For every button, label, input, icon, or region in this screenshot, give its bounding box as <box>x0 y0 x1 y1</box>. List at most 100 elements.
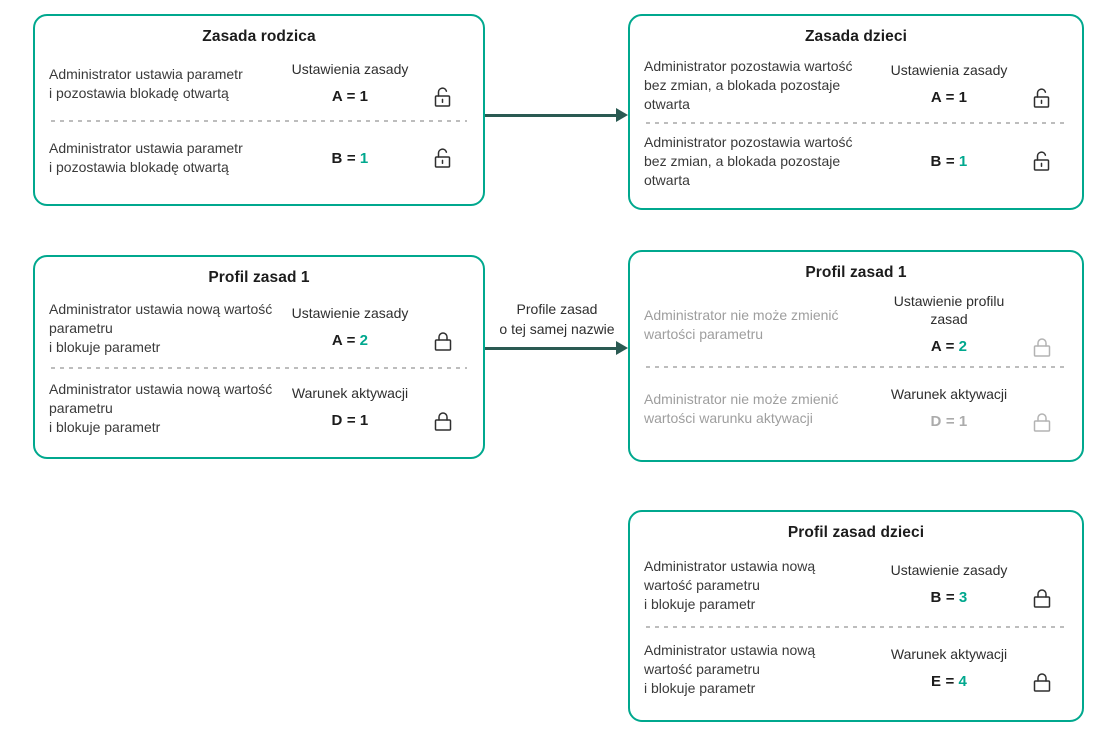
lock-open-icon <box>417 146 469 170</box>
param-value: D =1 <box>283 412 417 429</box>
box-child-policy-profile: Profil zasad dzieci Administrator ustawi… <box>628 510 1084 722</box>
section-label: Warunek aktywacji <box>890 385 1008 402</box>
row-description: Administrator nie może zmienić wartości … <box>644 307 839 342</box>
value-line: A =1 <box>283 85 469 109</box>
row-values: Ustawienie zasady A =2 <box>283 304 469 353</box>
policy-row: Administrator pozostawia wartość bez zmi… <box>644 124 1068 198</box>
param-number: 2 <box>359 332 369 349</box>
box-rows: Administrator ustawia parametr i pozosta… <box>49 48 469 194</box>
param-name: B = <box>331 149 356 167</box>
arrow-line <box>485 113 616 117</box>
row-description: Administrator ustawia nową wartość param… <box>644 557 816 612</box>
value-line: D =1 <box>283 409 469 433</box>
param-value: A =1 <box>283 88 417 105</box>
param-number: 1 <box>958 89 968 106</box>
section-label: Warunek aktywacji <box>291 384 409 401</box>
lock-open-icon <box>417 85 469 109</box>
policy-row: Administrator ustawia parametr i pozosta… <box>49 122 469 194</box>
param-number: 1 <box>359 88 369 105</box>
value-line: B =1 <box>283 146 469 170</box>
param-number: 1 <box>958 413 968 430</box>
param-number: 1 <box>958 152 968 170</box>
arrow-profile-to-profile <box>485 341 628 355</box>
row-values: B =1 <box>882 149 1068 173</box>
value-line: A =1 <box>882 86 1068 110</box>
param-value: D =1 <box>882 413 1016 430</box>
box-title: Profil zasad dzieci <box>787 524 925 541</box>
section-label: Ustawienia zasady <box>291 60 409 77</box>
row-values: Ustawienia zasady A =1 <box>283 60 469 109</box>
row-values: Warunek aktywacji E =4 <box>882 645 1068 694</box>
box-rows: Administrator pozostawia wartość bez zmi… <box>644 48 1068 198</box>
row-description: Administrator ustawia nową wartość param… <box>644 641 816 696</box>
dashed-divider <box>51 120 467 122</box>
param-name: E = <box>930 673 955 690</box>
box-policy-profile-1: Profil zasad 1 Administrator ustawia now… <box>33 255 485 459</box>
policy-row: Administrator nie może zmienić wartości … <box>644 368 1068 450</box>
arrowhead-icon <box>616 108 628 122</box>
lock-closed-icon <box>1016 670 1068 694</box>
section-label: Warunek aktywacji <box>890 645 1008 662</box>
policy-row: Administrator pozostawia wartość bez zmi… <box>644 48 1068 122</box>
box-child-policy-profile-1: Profil zasad 1 Administrator nie może zm… <box>628 250 1084 462</box>
policy-row: Administrator ustawia nową wartość param… <box>644 628 1068 710</box>
row-values: Ustawienie zasady B =3 <box>882 561 1068 610</box>
value-line: E =4 <box>882 670 1068 694</box>
arrow-label: Profile zasad o tej samej nazwie <box>499 301 615 337</box>
row-description: Administrator ustawia parametr i pozosta… <box>49 66 243 101</box>
section-label: Ustawienia zasady <box>890 61 1008 78</box>
value-line: A =2 <box>882 335 1068 359</box>
param-name: A = <box>930 89 955 106</box>
policy-row: Administrator nie może zmienić wartości … <box>644 284 1068 366</box>
row-description: Administrator ustawia parametr i pozosta… <box>49 140 243 175</box>
policy-row: Administrator ustawia nową wartość param… <box>49 289 469 367</box>
row-description: Administrator ustawia nową wartość param… <box>49 300 273 355</box>
param-name: A = <box>331 332 356 349</box>
row-description: Administrator pozostawia wartość bez zmi… <box>644 57 853 112</box>
param-value: B =3 <box>882 589 1016 606</box>
box-child-policy: Zasada dzieci Administrator pozostawia w… <box>628 14 1084 210</box>
param-value: E =4 <box>882 673 1016 690</box>
param-number: 4 <box>958 673 968 690</box>
param-name: A = <box>331 88 356 105</box>
row-values: Warunek aktywacji D =1 <box>882 385 1068 434</box>
box-title: Profil zasad 1 <box>805 264 907 281</box>
box-rows: Administrator ustawia nową wartość param… <box>49 289 469 447</box>
row-values: Warunek aktywacji D =1 <box>283 384 469 433</box>
param-name: D = <box>930 413 955 430</box>
lock-closed-icon <box>1016 586 1068 610</box>
section-label: Ustawienie zasady <box>291 304 409 321</box>
param-number: 2 <box>958 338 968 355</box>
param-name: B = <box>930 589 955 606</box>
section-label: Ustawienie profilu zasad <box>893 292 1005 327</box>
value-line: D =1 <box>882 410 1068 434</box>
lock-closed-icon <box>417 329 469 353</box>
param-value: A =2 <box>283 332 417 349</box>
lock-closed-icon <box>1016 335 1068 359</box>
lock-closed-icon <box>1016 410 1068 434</box>
row-description: Administrator pozostawia wartość bez zmi… <box>644 133 853 188</box>
param-number: 3 <box>958 589 968 606</box>
param-name: A = <box>930 338 955 355</box>
box-rows: Administrator nie może zmienić wartości … <box>644 284 1068 450</box>
param-value: B =1 <box>882 153 1016 170</box>
box-parent-policy: Zasada rodzica Administrator ustawia par… <box>33 14 485 206</box>
box-title: Profil zasad 1 <box>208 269 310 286</box>
value-line: A =2 <box>283 329 469 353</box>
section-label: Ustawienie zasady <box>890 561 1008 578</box>
dashed-divider <box>646 366 1066 368</box>
value-line: B =1 <box>882 149 1068 173</box>
lock-open-icon <box>1016 149 1068 173</box>
param-number: 1 <box>359 149 369 167</box>
row-description: Administrator nie może zmienić wartości … <box>644 391 839 426</box>
dashed-divider <box>51 367 467 369</box>
lock-open-icon <box>1016 86 1068 110</box>
arrow-parent-to-child <box>485 108 628 122</box>
param-name: B = <box>930 152 955 170</box>
box-title: Zasada rodzica <box>202 28 316 45</box>
row-values: B =1 <box>283 146 469 170</box>
lock-closed-icon <box>417 409 469 433</box>
param-value: A =1 <box>882 89 1016 106</box>
row-values: Ustawienia zasady A =1 <box>882 61 1068 110</box>
